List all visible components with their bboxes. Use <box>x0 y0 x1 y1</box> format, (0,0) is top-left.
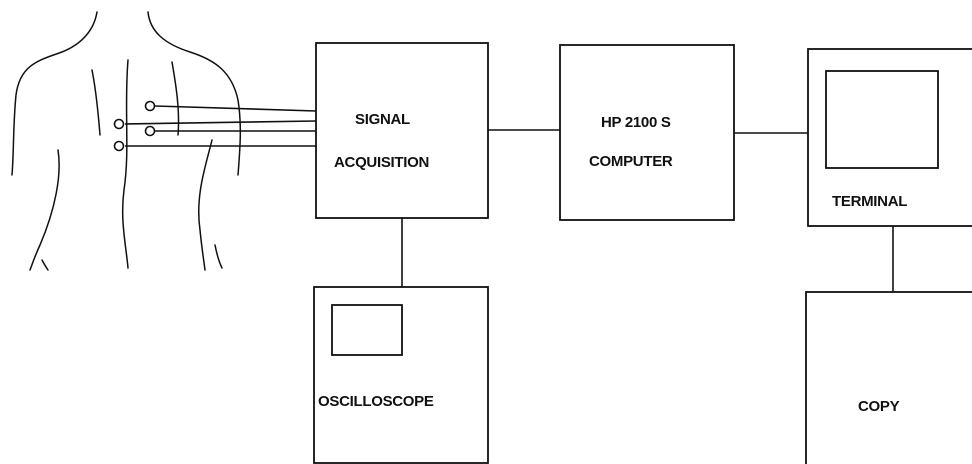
oscilloscope-block: OSCILLOSCOPE <box>314 287 488 463</box>
oscilloscope-screen <box>332 305 402 355</box>
computer-label-line1: HP 2100 S <box>601 114 671 131</box>
terminal-block: TERMINAL <box>808 49 972 226</box>
electrode-1 <box>146 102 155 111</box>
computer-label-line2: COMPUTER <box>589 153 673 170</box>
signal-acquisition-block: SIGNAL ACQUISITION <box>316 43 488 218</box>
torso-illustration <box>12 12 240 270</box>
computer-block: HP 2100 S COMPUTER <box>560 45 734 220</box>
signal-acquisition-label-line1: SIGNAL <box>355 111 410 128</box>
oscilloscope-label: OSCILLOSCOPE <box>318 393 434 410</box>
terminal-screen <box>826 71 938 168</box>
electrode-leads <box>115 102 317 151</box>
terminal-label: TERMINAL <box>832 193 907 210</box>
lead-wire-2 <box>125 121 316 124</box>
electrode-2 <box>115 120 124 129</box>
electrode-3 <box>146 127 155 136</box>
signal-acquisition-label-line2: ACQUISITION <box>334 154 429 171</box>
copy-block: COPY <box>806 292 972 464</box>
electrode-4 <box>115 142 124 151</box>
copy-label: COPY <box>858 398 900 415</box>
lead-wire-1 <box>155 106 316 111</box>
